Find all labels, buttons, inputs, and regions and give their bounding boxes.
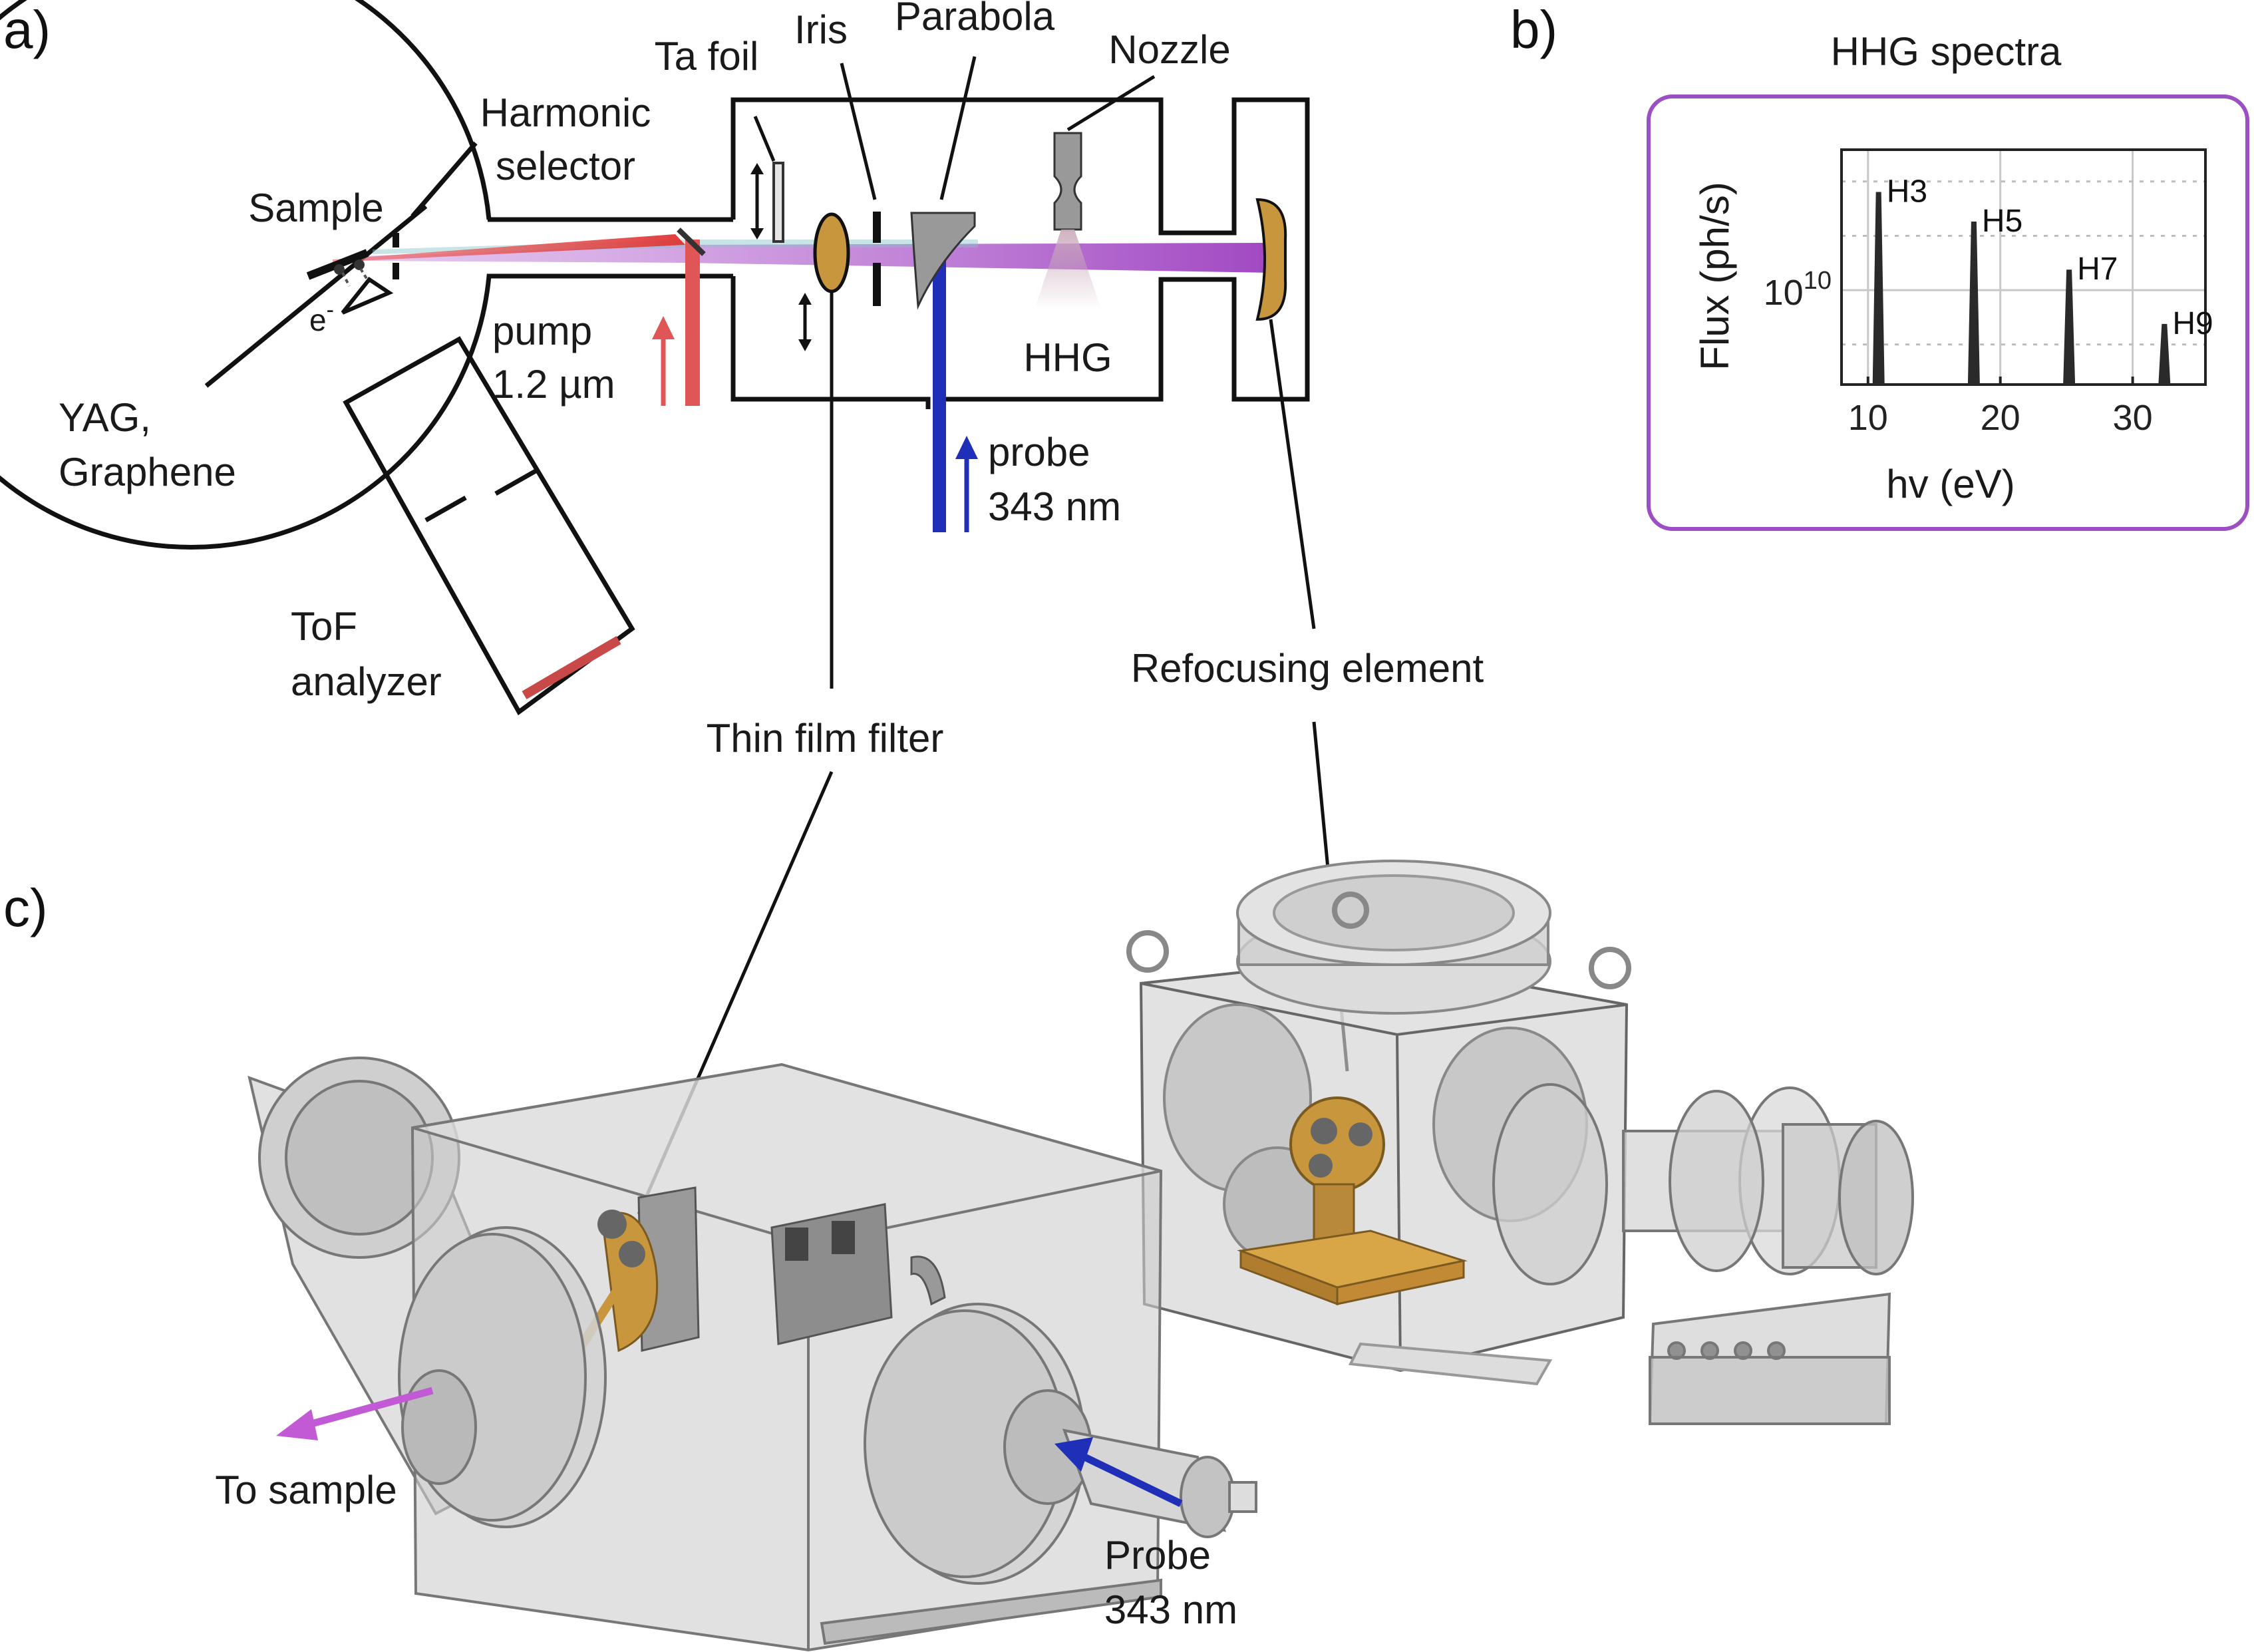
pump-label-2: 1.2 µm	[492, 362, 615, 407]
peak-h5	[1967, 221, 1980, 385]
beams	[333, 234, 1271, 532]
yag-pointer-line	[204, 204, 428, 388]
panel-c-label: c)	[3, 878, 48, 937]
electron-traj	[341, 267, 371, 287]
to-sample-arrow-head	[276, 1409, 318, 1440]
peak-h9	[2158, 323, 2171, 385]
harmonic-selector-pointer-line	[410, 141, 478, 218]
iris-label: Iris	[794, 7, 848, 52]
electron-dot-1	[334, 264, 345, 275]
chart-frame	[1840, 148, 2207, 386]
probe-render-arrow-head	[1054, 1437, 1093, 1472]
turning-mirror	[677, 228, 706, 256]
probe-render-label-2: 343 nm	[1104, 1587, 1237, 1632]
refocus-down	[1269, 319, 1316, 629]
panel-b: b) HHG spectra hv (eV) Flux (ph/s) 10 20 3…	[1510, 0, 2249, 531]
schematic-labels: a) Sample Harmonic selector e- YAG, Grap…	[3, 0, 1484, 760]
panel-c: c)	[3, 860, 1914, 1652]
ta-foil	[772, 162, 784, 243]
thin-film-arrow-head-bottom	[798, 339, 812, 351]
tof-divider-left	[424, 495, 467, 523]
probe-arrow-head	[955, 436, 978, 459]
probe-render-arrow	[1076, 1450, 1183, 1507]
tof-mouth	[341, 276, 394, 315]
pump-beam-diag	[333, 234, 685, 262]
refocusing-mirror	[1255, 198, 1287, 321]
ta-foil-arrow-head-bottom	[750, 228, 764, 240]
tof-divider-right	[494, 468, 537, 496]
peak-label-h9: H9	[2172, 306, 2213, 341]
electron-dot-2	[354, 259, 365, 270]
probe-label-2: 343 nm	[988, 484, 1121, 529]
chart-xlabel: hv (eV)	[1886, 462, 2014, 506]
probe-label-1: probe	[988, 430, 1090, 474]
tof-label-2: analyzer	[291, 659, 442, 704]
parabola-label: Parabola	[895, 0, 1055, 39]
refocusing-element-label: Refocusing element	[1131, 646, 1484, 691]
ta-foil-pointer	[753, 116, 776, 162]
tof-label-1: ToF	[291, 604, 357, 649]
yag-label-1: YAG,	[59, 395, 151, 440]
right-flanges-render	[1492, 1083, 1914, 1425]
iris-pointer	[840, 63, 877, 200]
refocusing-mount-render	[1237, 1096, 1468, 1306]
front-flanges-render	[398, 1226, 1257, 1585]
parabola-pointer	[939, 56, 977, 200]
electron-label: e-	[309, 297, 334, 337]
yag-label-2: Graphene	[59, 450, 236, 494]
panel-a-label: a)	[3, 0, 51, 59]
to-sample-label: To sample	[215, 1468, 397, 1512]
sample-chamber-outline	[0, 0, 733, 550]
tof-tube	[343, 336, 635, 716]
y-tick-label-0: 1010	[1764, 267, 1832, 313]
parabola-mirror	[910, 212, 976, 310]
pump-arrow-head	[652, 316, 675, 339]
x-tick-label-2: 30	[2113, 398, 2153, 438]
ta-foil-label: Ta foil	[655, 34, 759, 79]
chart-ylabel: Flux (ph/s)	[1692, 182, 1737, 370]
hhg-label: HHG	[1023, 335, 1112, 380]
nozzle-pointer	[1066, 75, 1156, 132]
thin-film-arrow-head-top	[798, 293, 812, 305]
peak-h7	[2063, 269, 2076, 385]
probe-beam-vertical	[933, 259, 946, 532]
ta-foil-arrow-head-top	[750, 163, 764, 174]
harmonic-selector-label-1: Harmonic	[480, 90, 651, 135]
harmonic-selector-label-2: selector	[496, 144, 635, 188]
tof-detector	[522, 635, 621, 700]
thin-film-filter	[813, 212, 850, 293]
peak-label-h5: H5	[1982, 204, 2022, 239]
peak-h3	[1872, 192, 1885, 385]
probe-render-label-1: Probe	[1104, 1533, 1211, 1577]
panel-b-frame	[1647, 94, 2249, 531]
pump-beam-vertical	[685, 240, 700, 406]
sample-label: Sample	[248, 186, 383, 230]
panel-a-schematic	[0, 0, 1310, 716]
chart-title: HHG spectra	[1831, 29, 2062, 74]
thin-film-filter-label: Thin film filter	[707, 716, 944, 760]
nozzle	[1053, 132, 1082, 231]
schematic-components	[306, 132, 1287, 700]
gas-plume	[1035, 230, 1101, 309]
nozzle-label: Nozzle	[1108, 27, 1230, 72]
to-sample-arrow	[298, 1387, 434, 1431]
peak-label-h3: H3	[1887, 174, 1927, 210]
x-tick-label-0: 10	[1848, 398, 1888, 438]
pump-label-1: pump	[492, 309, 592, 353]
x-tick-label-1: 20	[1981, 398, 2020, 438]
panel-b-label: b)	[1510, 0, 1557, 59]
peak-label-h7: H7	[2077, 251, 2118, 287]
